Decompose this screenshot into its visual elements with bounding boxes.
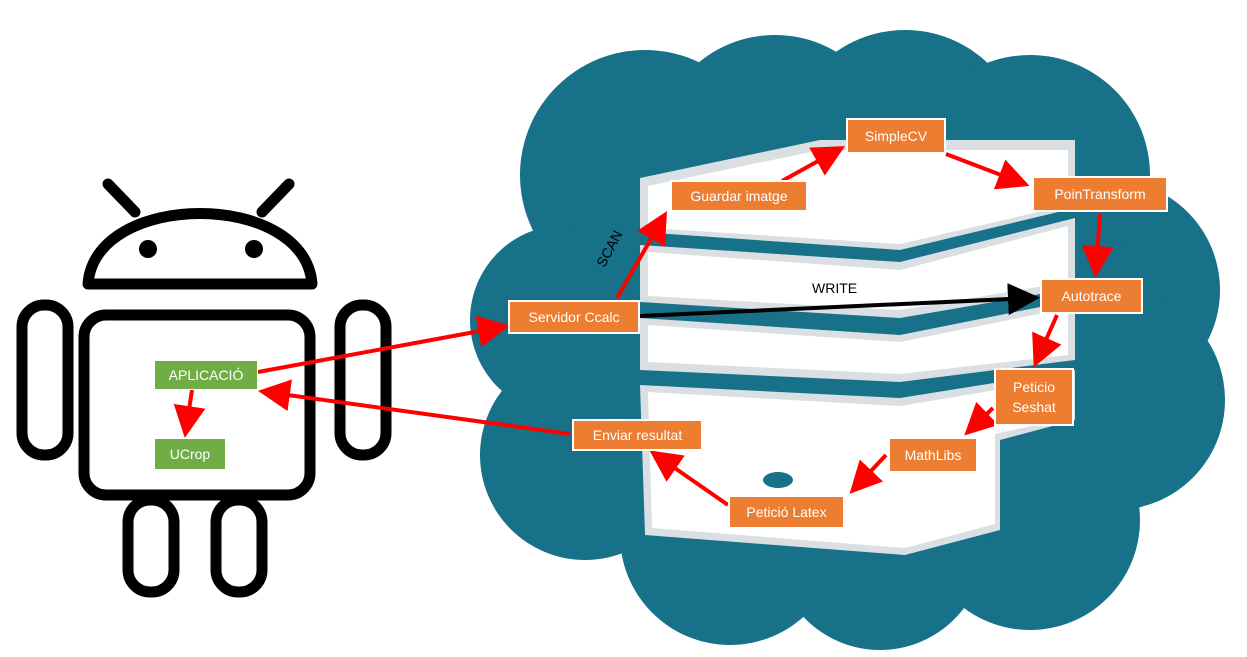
- arrow-simplecv-to-pointransform: [945, 152, 1030, 190]
- node-guardar-imatge: Guardar imatge: [670, 180, 808, 212]
- arrow-servidor-to-autotrace: [639, 283, 1040, 318]
- write-label: WRITE: [812, 280, 858, 296]
- node-peticio-seshat: Peticio Seshat: [994, 368, 1074, 426]
- arrow-autotrace-to-seshat: [1032, 314, 1062, 368]
- node-peticio-seshat-line1: Peticio: [1012, 379, 1056, 395]
- node-ucrop: UCrop: [154, 438, 226, 470]
- node-pointransform: PoinTransform: [1032, 176, 1168, 212]
- node-mathlibs: MathLibs: [888, 437, 978, 473]
- arrow-enviar-to-aplicacio: [258, 379, 571, 436]
- node-enviar-resultat: Enviar resultat: [572, 419, 703, 451]
- arrow-mathlibs-to-latex: [849, 453, 888, 494]
- android-right-eye: [245, 240, 263, 258]
- arrow-servidor-to-guardar: [615, 211, 667, 299]
- arrow-aplicacio-to-ucrop: [173, 389, 206, 438]
- node-simplecv: SimpleCV: [846, 118, 946, 154]
- android-robot-icon: [16, 178, 392, 598]
- node-peticio-latex: Petició Latex: [728, 495, 845, 529]
- arrow-aplicacio-to-servidor: [257, 315, 510, 374]
- arrow-guardar-to-simplecv: [781, 146, 845, 183]
- arrow-seshat-to-mathlibs: [964, 401, 999, 436]
- arrow-pointransform-to-autotrace: [1081, 213, 1114, 278]
- node-peticio-seshat-line2: Seshat: [1012, 399, 1056, 415]
- node-autotrace: Autotrace: [1040, 278, 1143, 314]
- arrows: [173, 146, 1114, 507]
- arrow-latex-to-enviar: [649, 450, 730, 507]
- node-aplicacio: APLICACIÓ: [154, 360, 258, 390]
- android-left-eye: [139, 240, 157, 258]
- node-servidor-ccalc: Servidor Ccalc: [508, 300, 640, 334]
